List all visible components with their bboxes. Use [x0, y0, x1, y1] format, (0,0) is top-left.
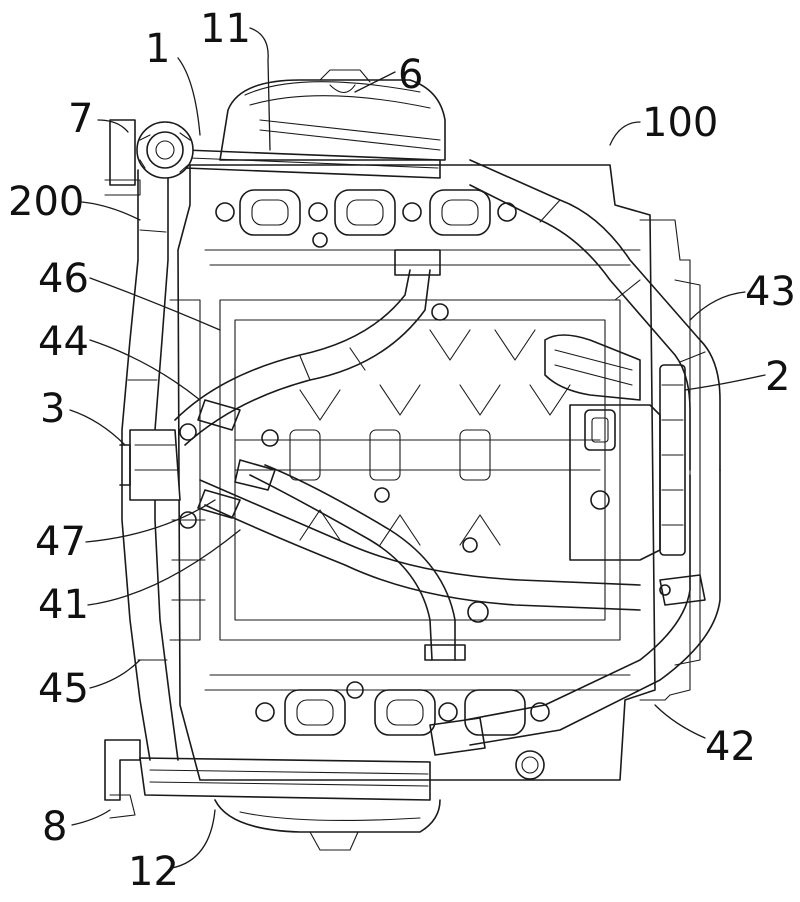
exhaust-ports-bottom — [255, 681, 550, 780]
ref-label-2: 2 — [765, 354, 790, 400]
ref-label-7: 7 — [68, 96, 93, 142]
filler-cap-7 — [136, 121, 194, 179]
pipe-100 — [469, 159, 721, 471]
leader-lines — [69, 27, 766, 869]
pipe-41-47 — [197, 459, 641, 661]
ref-label-45: 45 — [38, 666, 89, 712]
ref-label-46: 46 — [38, 256, 89, 302]
ref-label-47: 47 — [35, 519, 86, 565]
rib-pattern — [234, 303, 601, 623]
junction-valve-3 — [119, 423, 197, 529]
ref-label-11: 11 — [200, 6, 251, 52]
ref-label-42: 42 — [705, 724, 756, 770]
intake-ports-top — [215, 189, 517, 248]
reference-numerals: 1 11 6 7 100 200 46 43 44 2 3 47 41 45 4… — [8, 6, 796, 895]
ref-label-100: 100 — [642, 100, 718, 146]
ref-label-41: 41 — [38, 582, 89, 628]
ref-label-44: 44 — [38, 319, 89, 365]
bottom-rail-12 — [139, 757, 441, 851]
pipe-42 — [429, 469, 721, 756]
ref-label-200: 200 — [8, 179, 84, 225]
ref-label-12: 12 — [128, 849, 179, 895]
ref-label-1: 1 — [145, 26, 170, 72]
ref-label-3: 3 — [40, 386, 65, 432]
upper-cover-assembly — [219, 69, 446, 161]
top-rail-1 — [184, 149, 441, 179]
module-housing-2 — [544, 334, 686, 561]
ref-label-43: 43 — [745, 269, 796, 315]
pipe-46-44 — [174, 249, 441, 446]
engine-block — [169, 164, 701, 781]
ref-label-6: 6 — [398, 52, 423, 98]
bracket-8 — [104, 739, 141, 819]
ref-label-8: 8 — [42, 804, 67, 850]
